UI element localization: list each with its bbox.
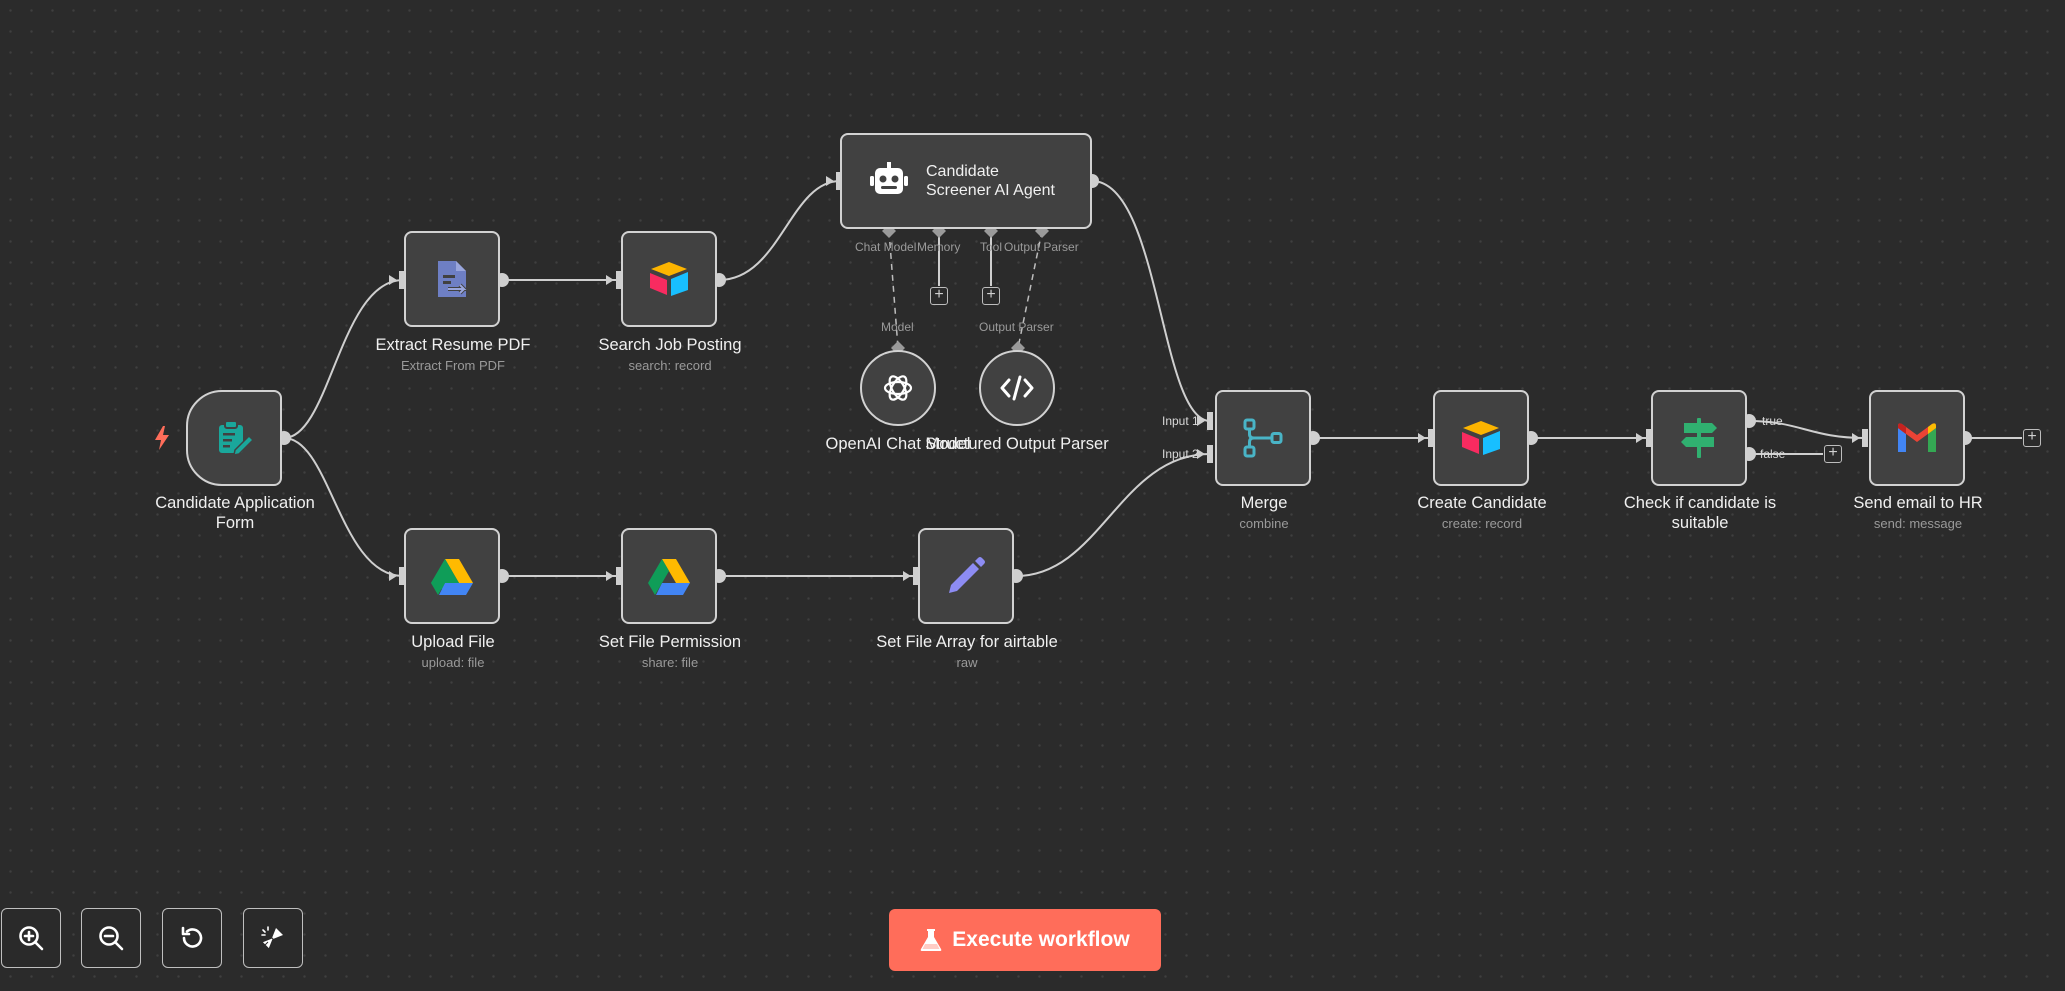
node-subtitle: send: message <box>1873 516 1963 531</box>
zoom-in-button[interactable] <box>1 908 61 968</box>
reset-zoom-icon <box>181 926 203 948</box>
node-subtitle: raw <box>956 655 978 670</box>
google-drive-icon <box>431 559 473 595</box>
robot-icon <box>870 162 908 194</box>
node-structured-output-parser[interactable] <box>979 350 1055 426</box>
node-subtitle: search: record <box>628 358 712 373</box>
node-label-openai: OpenAI Chat Model <box>798 434 998 454</box>
trigger-bolt-icon <box>155 426 169 450</box>
signpost-icon <box>1681 418 1717 458</box>
node-label-setarray: Set File Array for airtable raw <box>867 632 1067 670</box>
node-title: Search Job Posting <box>598 336 742 354</box>
node-label-email: Send email to HR send: message <box>1818 493 2018 531</box>
port-label-tool: Tool <box>980 240 1003 254</box>
form-icon <box>219 420 255 456</box>
node-create-candidate[interactable] <box>1433 390 1529 486</box>
node-subtitle: upload: file <box>421 655 485 670</box>
node-subtitle: Extract From PDF <box>400 358 505 373</box>
node-title: Send email to HR <box>1853 494 1983 512</box>
node-title: Set File Permission <box>598 633 742 651</box>
add-tool-button[interactable]: + <box>982 287 1000 305</box>
parser-connector-label: Output Parser <box>979 320 1054 334</box>
node-title: Structured Output Parser <box>925 435 1109 453</box>
openai-icon <box>883 375 913 401</box>
reset-zoom-button[interactable] <box>162 908 222 968</box>
execute-workflow-label: Execute workflow <box>952 928 1130 951</box>
node-title: Candidate Application Form <box>155 494 315 532</box>
zoom-in-icon <box>19 926 44 951</box>
airtable-icon <box>1462 421 1500 455</box>
add-next-node-button[interactable]: + <box>2023 429 2041 447</box>
tidy-up-icon <box>261 926 283 950</box>
node-label-permission: Set File Permission share: file <box>570 632 770 670</box>
merge-input-1-label: Input 1 <box>1162 414 1199 428</box>
add-false-branch-button[interactable]: + <box>1824 445 1842 463</box>
zoom-out-button[interactable] <box>81 908 141 968</box>
node-label-merge: Merge combine <box>1164 493 1364 531</box>
node-extract-resume-pdf[interactable] <box>404 231 500 327</box>
execute-workflow-button[interactable]: Execute workflow <box>889 909 1161 971</box>
node-check-if-suitable[interactable] <box>1651 390 1747 486</box>
node-subtitle: combine <box>1239 516 1289 531</box>
branch-true-label: true <box>1762 414 1783 428</box>
node-subtitle: share: file <box>641 655 699 670</box>
node-openai-chat-model[interactable] <box>860 350 936 426</box>
node-upload-file[interactable] <box>404 528 500 624</box>
merge-icon <box>1243 418 1283 458</box>
node-set-file-permission[interactable] <box>621 528 717 624</box>
pdf-extract-icon <box>438 261 469 297</box>
model-connector-label: Model <box>881 320 914 334</box>
node-search-job-posting[interactable] <box>621 231 717 327</box>
flask-icon <box>920 929 942 951</box>
node-title: OpenAI Chat Model <box>825 435 971 453</box>
node-send-email-to-hr[interactable] <box>1869 390 1965 486</box>
node-label-extract: Extract Resume PDF Extract From PDF <box>353 335 553 373</box>
node-title: Extract Resume PDF <box>375 336 531 354</box>
node-merge[interactable] <box>1215 390 1311 486</box>
node-title: Candidate Screener AI Agent <box>926 163 1055 199</box>
node-label-parser: Structured Output Parser <box>917 434 1117 454</box>
node-title: Check if candidate is suitable <box>1623 494 1777 532</box>
airtable-icon <box>650 262 688 296</box>
node-candidate-screener-ai-agent[interactable]: Candidate Screener AI Agent <box>840 133 1092 229</box>
code-icon <box>1000 375 1034 401</box>
node-subtitle: create: record <box>1441 516 1523 531</box>
google-drive-icon <box>648 559 690 595</box>
gmail-icon <box>1898 423 1936 452</box>
add-memory-button[interactable]: + <box>930 287 948 305</box>
port-label-chat-model: Chat Model <box>855 240 917 254</box>
node-label-check: Check if candidate is suitable <box>1600 493 1800 533</box>
node-title: Set File Array for airtable <box>876 633 1058 651</box>
zoom-out-icon <box>99 926 124 951</box>
node-title: Create Candidate <box>1417 494 1547 512</box>
node-title: Merge <box>1240 494 1288 512</box>
node-candidate-application-form[interactable] <box>186 390 282 486</box>
node-label-trigger: Candidate Application Form <box>135 493 335 533</box>
pencil-icon <box>949 557 985 593</box>
node-set-file-array[interactable] <box>918 528 1014 624</box>
node-label-search: Search Job Posting search: record <box>570 335 770 373</box>
port-label-memory: Memory <box>917 240 961 254</box>
node-label-upload: Upload File upload: file <box>353 632 553 670</box>
port-label-output-parser: Output Parser <box>1004 240 1079 254</box>
tidy-up-button[interactable] <box>243 908 303 968</box>
merge-input-2-label: Input 2 <box>1162 447 1199 461</box>
node-label-create: Create Candidate create: record <box>1382 493 1582 531</box>
branch-false-label: false <box>1760 447 1786 461</box>
node-title: Upload File <box>411 633 495 651</box>
